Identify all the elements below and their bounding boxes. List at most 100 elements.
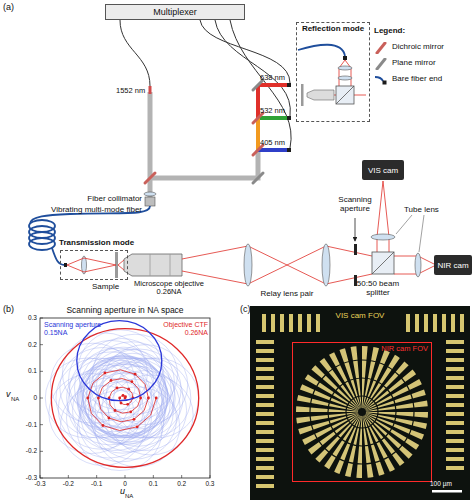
- relay-lenses-part: [322, 244, 330, 286]
- tick-label: -0.1: [17, 421, 37, 428]
- target-bar: [307, 314, 311, 332]
- wavelength-label: 532 nm: [260, 107, 285, 115]
- na-plot-part: [40, 318, 210, 478]
- target-bar: [446, 421, 464, 425]
- plot-annotation: Objective CTF 0.26NA: [158, 321, 208, 336]
- aperture-position-circle: [114, 358, 199, 438]
- legend-symbol: [374, 74, 388, 86]
- resolution-target-image-part: [328, 378, 396, 446]
- laser-beams-part: [150, 150, 258, 178]
- target-bar: [316, 314, 320, 332]
- spiral-sample-dot: [133, 418, 136, 421]
- spiral-sample-dot: [136, 425, 139, 428]
- target-bar: [406, 314, 410, 332]
- laser-beams: [150, 85, 287, 200]
- bare-fiber-ends-part: [287, 148, 291, 152]
- reflection-optics-part: [338, 66, 352, 70]
- reflection-optics-part: [336, 86, 354, 104]
- dichroic-mirror-symbol: [377, 43, 385, 53]
- laser-beams-part: [258, 116, 287, 120]
- reflection-optics-part: [307, 90, 334, 100]
- spiral-sample-dot: [124, 395, 127, 398]
- spiral-sample-dot: [114, 409, 117, 412]
- target-bar: [446, 340, 464, 344]
- spiral-sample-dot: [104, 372, 107, 375]
- target-bar: [256, 466, 274, 470]
- y-tick: [40, 478, 43, 479]
- bare-fiber-ends-part: [287, 116, 291, 120]
- target-bar: [446, 403, 464, 407]
- component-label: Vibrating multi-mode fiber: [30, 206, 142, 215]
- target-bar: [446, 349, 464, 353]
- y-tick: [40, 344, 43, 345]
- axis-subscript: NA: [11, 396, 19, 403]
- component-label: Scanning aperture: [330, 196, 380, 214]
- reflection-optics: [298, 45, 366, 106]
- target-bar: [256, 484, 274, 488]
- panel-letter: (a): [3, 3, 14, 13]
- target-bar: [446, 457, 464, 461]
- target-bar: [415, 314, 419, 332]
- y-tick: [40, 371, 43, 372]
- target-bar: [256, 358, 274, 362]
- imaging-rays-part: [182, 246, 248, 284]
- target-bar: [256, 349, 274, 353]
- target-image-frame: VIS cam FOVNIR cam FOV: [250, 306, 470, 500]
- reflection-optics-part: [343, 56, 347, 60]
- tick-label: 0.3: [17, 314, 37, 321]
- legend-text: Bare fiber end: [392, 75, 442, 84]
- spiral-sample-dot: [155, 397, 158, 400]
- target-bar: [256, 403, 274, 407]
- target-bar: [256, 340, 274, 344]
- transmission-optics-part: [64, 263, 67, 267]
- multimode-fiber-coil-part: [29, 238, 55, 250]
- node-text: Reflection mode: [297, 25, 369, 34]
- multiplexer-box: Multiplexer: [105, 4, 245, 20]
- target-bar: [256, 376, 274, 380]
- beam-splitter-cube-part: [372, 252, 394, 274]
- spiral-sample-dot: [134, 373, 137, 376]
- target-bar: [446, 376, 464, 380]
- target-bar: [271, 314, 275, 332]
- tick-label: 0: [17, 394, 37, 401]
- component-label: Fiber collimator: [70, 195, 142, 204]
- tick-label: -0.2: [58, 480, 78, 487]
- resolution-target-image-part: [329, 379, 395, 445]
- transmission-mode-inset: Transmission mode: [60, 250, 128, 280]
- target-bar: [446, 367, 464, 371]
- resolution-target-image-part: [346, 396, 378, 428]
- target-bar: [460, 314, 464, 332]
- relay-lenses-part: [244, 244, 252, 286]
- transmission-optics-part: [67, 258, 116, 272]
- wavelength-label: 405 nm: [260, 139, 285, 147]
- delivery-fibers-part: [200, 20, 290, 83]
- tick-label: -0.3: [17, 474, 37, 481]
- scanning-aperture-part: [354, 244, 357, 255]
- x-tick: [210, 475, 211, 478]
- component-label: Microscope objective 0.26NA: [126, 280, 212, 297]
- axis-label: u: [120, 487, 125, 497]
- spiral-sample-dot: [122, 394, 125, 397]
- na-plot: [40, 318, 210, 478]
- na-plot-part: [51, 329, 198, 468]
- resolution-target-image-part: [432, 490, 462, 493]
- imaging-rays-part: [118, 260, 124, 270]
- transmission-optics-part: [124, 254, 182, 276]
- fiber-end-symbol: [383, 81, 387, 85]
- target-bar: [256, 430, 274, 434]
- imaging-rays-part: [377, 181, 389, 252]
- plot-title: Scanning aperture in NA space: [40, 306, 210, 315]
- legend-text: Plane mirror: [392, 59, 436, 68]
- relay-lenses-part: [371, 234, 395, 240]
- bare-fiber-ends: [287, 83, 291, 152]
- imaging-rays-part: [326, 246, 372, 284]
- scanning-aperture-part: [355, 218, 356, 241]
- plane-mirror-symbol: [377, 59, 385, 69]
- legend-text: Dichroic mirror: [392, 43, 444, 52]
- target-bar: [446, 448, 464, 452]
- spiral-sample-dot: [86, 397, 89, 400]
- spiral-sample-dot: [126, 403, 129, 406]
- fov-rectangle: NIR cam FOV: [292, 342, 432, 482]
- delivery-fibers-part: [230, 20, 291, 148]
